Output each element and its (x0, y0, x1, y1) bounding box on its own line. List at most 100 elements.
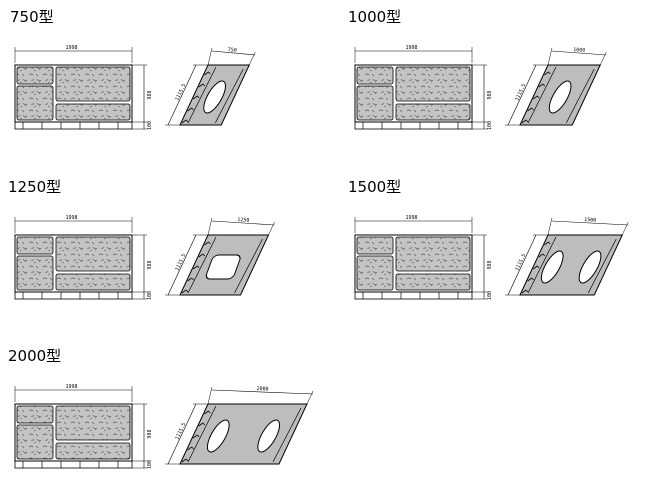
dim-ext (547, 47, 553, 66)
side-rib (187, 405, 217, 463)
front-base-label: 100 (147, 460, 153, 469)
model-title-1500: 1500型 (348, 178, 402, 196)
side-step (181, 289, 189, 294)
side-hole (578, 250, 602, 284)
front-height-label: 988 (487, 90, 493, 99)
front-height-label: 988 (487, 260, 493, 269)
stone-panel (16, 405, 54, 424)
front-width-label: 1998 (66, 215, 78, 221)
side-step (527, 107, 534, 112)
dim-line-length (211, 389, 314, 395)
dim-line-length (551, 220, 629, 226)
side-rib (187, 66, 217, 124)
side-step (198, 253, 206, 258)
front-base-label: 100 (487, 291, 493, 300)
side-step (532, 265, 540, 270)
model-title-1000: 1000型 (348, 8, 402, 26)
model-title-1250: 1250型 (8, 178, 62, 196)
side-slab (179, 403, 308, 465)
base-strip (354, 121, 473, 130)
stone-panel (16, 424, 54, 460)
front-base (354, 121, 473, 130)
dim-line-side-height (167, 64, 197, 126)
stone-panel (395, 273, 471, 291)
stone-panel (16, 85, 54, 121)
side-height-label: 1115.5 (174, 422, 187, 441)
front-view: 1998 988 100 (354, 215, 493, 300)
base-strip (14, 291, 133, 300)
dim-ext (306, 390, 314, 405)
side-rib (234, 238, 263, 294)
front-base-label: 100 (147, 121, 153, 130)
side-view: 1250 1115.5 (165, 217, 275, 296)
dim-line-side-height (507, 64, 537, 126)
base-strip (14, 121, 133, 130)
side-length-label: 1250 (237, 217, 249, 224)
front-base (14, 460, 133, 469)
side-rib (527, 236, 557, 294)
stone-panel (395, 103, 471, 121)
side-hole (257, 419, 281, 453)
side-view: 2000 1115.5 (165, 386, 314, 465)
side-step (532, 95, 540, 100)
stone-panel (55, 236, 131, 272)
side-length-label: 2000 (256, 386, 268, 392)
front-view: 1998 988 100 (14, 384, 153, 469)
front-base-label: 100 (147, 291, 153, 300)
dim-line-side-height (167, 403, 197, 465)
dim-ext (268, 221, 275, 236)
side-step (192, 95, 200, 100)
side-hole (205, 254, 241, 280)
side-hole (203, 80, 226, 114)
side-slab (519, 234, 624, 296)
side-rib (527, 66, 557, 124)
front-base (354, 291, 473, 300)
side-step (204, 71, 211, 76)
dim-ext (207, 217, 213, 236)
side-height-label: 1115.5 (174, 83, 187, 102)
front-width-label: 1998 (406, 215, 418, 221)
dim-line-side-height (507, 234, 537, 296)
base-strip (14, 460, 133, 469)
side-step (521, 119, 529, 124)
model-group: 1998 988 100 2000 1115.5 (14, 384, 314, 469)
front-base (14, 291, 133, 300)
dim-line-length (551, 50, 607, 56)
side-step (204, 410, 211, 415)
side-hole (548, 80, 572, 114)
front-base (14, 121, 133, 130)
side-step (544, 241, 551, 246)
stone-panel (55, 405, 131, 441)
side-rib (187, 236, 217, 294)
stone-panel (356, 255, 394, 291)
front-width-label: 1998 (66, 384, 78, 390)
side-step (198, 83, 206, 88)
stone-panel (356, 85, 394, 121)
dim-line-side-height (167, 234, 197, 296)
dim-ext (600, 51, 607, 66)
model-title-750: 750型 (10, 8, 54, 26)
dim-line-length (211, 50, 256, 56)
side-rib (587, 238, 617, 294)
front-width-label: 1998 (406, 45, 418, 51)
front-height-label: 988 (147, 260, 153, 269)
side-height-label: 1115.5 (174, 253, 187, 272)
stone-panel (16, 255, 54, 291)
front-height-label: 988 (147, 429, 153, 438)
dim-line-length (211, 220, 275, 226)
side-step (538, 253, 546, 258)
stone-panel (16, 66, 54, 85)
model-title-2000: 2000型 (8, 347, 62, 365)
side-step (544, 71, 551, 76)
side-step (181, 458, 189, 463)
stone-panel (55, 66, 131, 102)
